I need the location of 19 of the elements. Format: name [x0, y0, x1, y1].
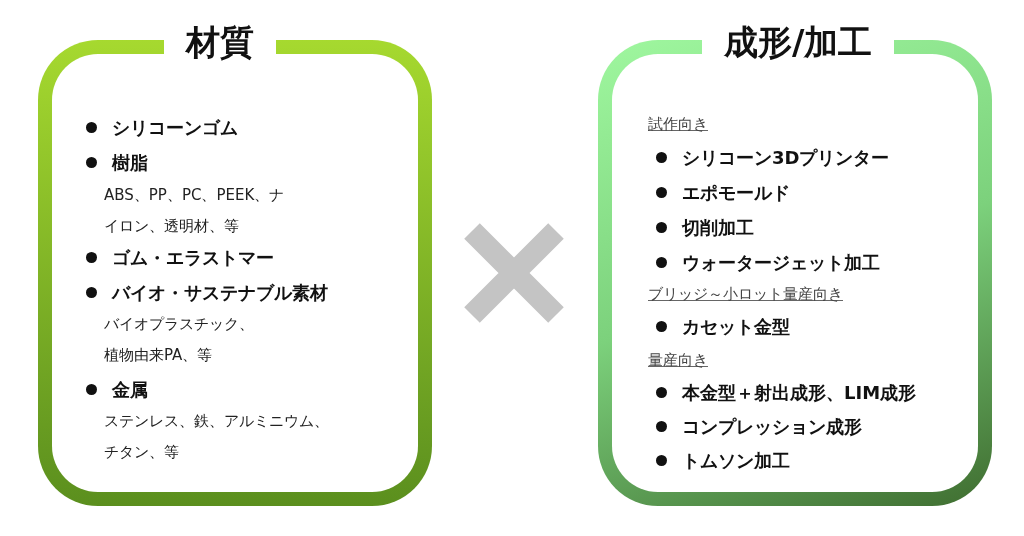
note-text: ABS、PP、PC、PEEK、ナイロン、透明材、等: [104, 185, 286, 237]
section-heading: 量産向き: [648, 350, 708, 370]
list-item: シリコーン3Dプリンター: [656, 146, 890, 170]
list-item: 切削加工: [656, 216, 754, 240]
list-item: バイオ・サステナブル素材: [86, 281, 328, 305]
list-item: 本金型＋射出成形、LIM成形: [656, 381, 917, 405]
list-item: シリコーンゴム: [86, 116, 238, 140]
list-item: カセット金型: [656, 315, 790, 339]
list-item: コンプレッション成形: [656, 415, 862, 439]
list-item: 樹脂: [86, 151, 148, 175]
list-item: エポモールド: [656, 181, 790, 205]
note-text: ステンレス、鉄、アルミニウム、チタン、等: [104, 411, 330, 463]
list-item: 金属: [86, 378, 148, 402]
list-item: ゴム・エラストマー: [86, 246, 274, 270]
list-item: ウォータージェット加工: [656, 251, 880, 275]
note-text: バイオプラスチック、植物由来PA、等: [104, 314, 255, 366]
section-heading: ブリッジ～小ロット量産向き: [648, 284, 843, 304]
list-item: トムソン加工: [656, 449, 790, 473]
section-heading: 試作向き: [648, 114, 708, 134]
